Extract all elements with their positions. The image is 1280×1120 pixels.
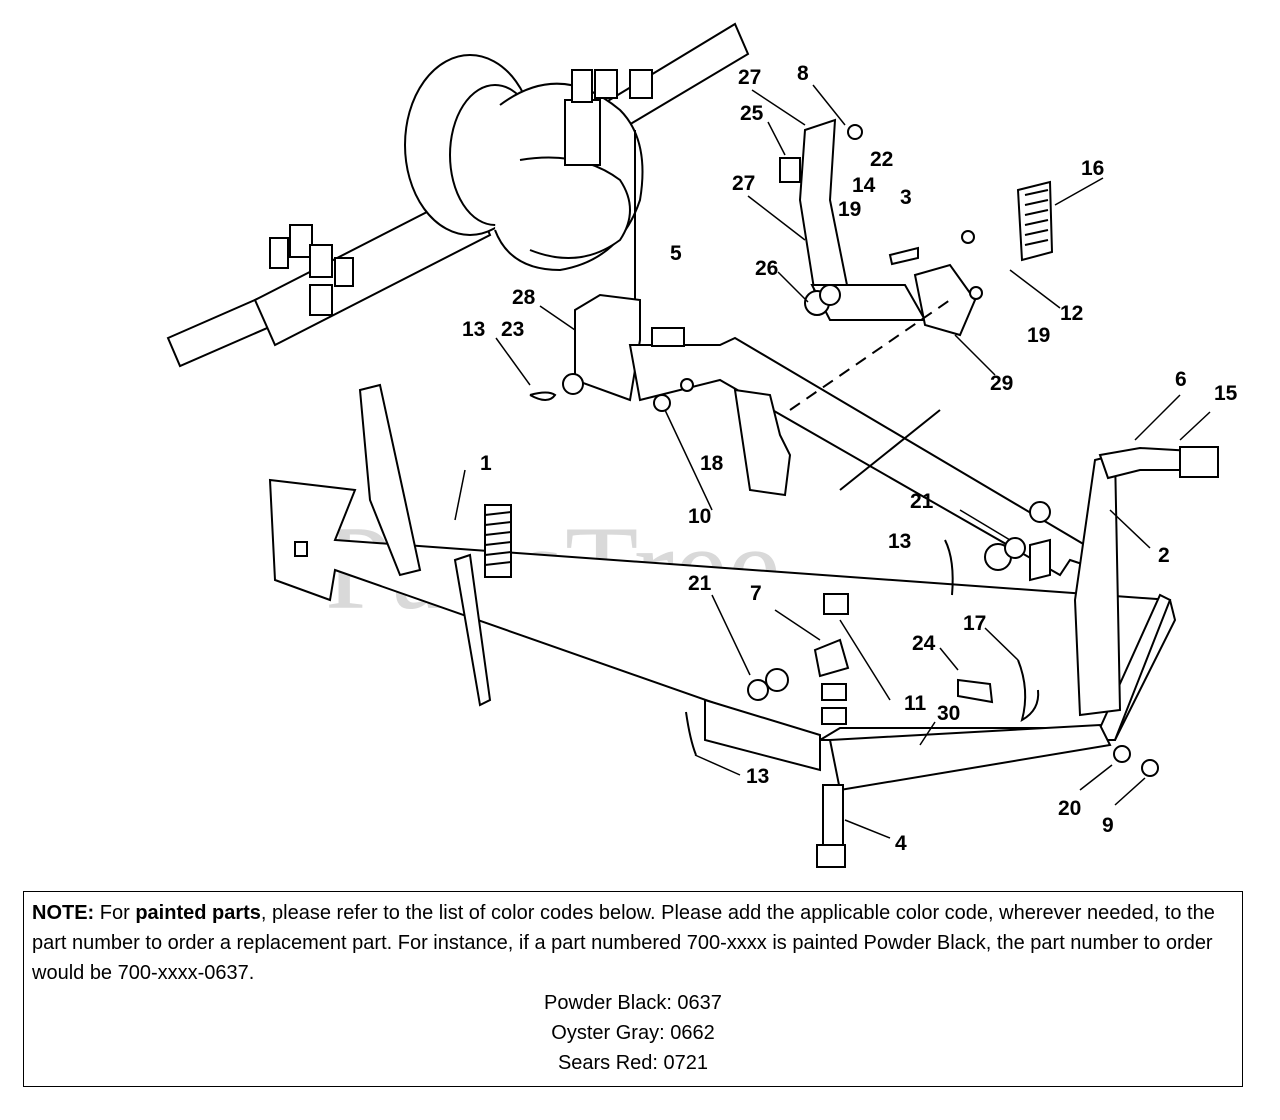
leader-lines (454, 84, 1211, 839)
callout-12: 12 (1060, 302, 1083, 325)
diagram-drawing (166, 22, 1219, 868)
callout-14: 14 (852, 174, 876, 197)
callout-18: 18 (700, 452, 724, 475)
callout-29: 29 (990, 372, 1013, 395)
color-code-oyster-gray: Oyster Gray: 0662 (551, 1022, 715, 1044)
transaxle-assembly (166, 22, 750, 368)
callout-2: 2 (1158, 544, 1170, 567)
note-bold: painted parts (135, 902, 261, 924)
callout-28: 28 (512, 286, 536, 309)
callout-19a: 19 (838, 198, 861, 221)
painted-parts-note: NOTE: For painted parts, please refer to… (23, 891, 1243, 1087)
note-text-2: , please refer to the list of color code… (32, 902, 1215, 984)
callout-19b: 19 (1027, 324, 1050, 347)
callout-22: 22 (870, 148, 893, 171)
callout-17: 17 (963, 612, 986, 635)
callout-15: 15 (1214, 382, 1238, 405)
handle-assembly (1073, 446, 1219, 717)
callout-5: 5 (670, 242, 682, 265)
callout-21a: 21 (910, 490, 934, 513)
color-code-list: Powder Black: 0637 Oyster Gray: 0662 Sea… (32, 988, 1234, 1078)
note-lead: NOTE: (32, 902, 95, 924)
callout-6: 6 (1175, 368, 1187, 391)
note-text-1: For (94, 902, 136, 924)
callout-labels: 27 8 25 22 14 16 27 19 3 26 12 19 29 5 2… (462, 62, 1238, 855)
callout-4: 4 (895, 832, 907, 855)
callout-13b: 13 (888, 530, 911, 553)
callout-27b: 27 (732, 172, 755, 195)
callout-1: 1 (480, 452, 492, 475)
callout-25: 25 (740, 102, 764, 125)
callout-20: 20 (1058, 797, 1081, 820)
callout-8: 8 (797, 62, 809, 85)
frame-assembly (268, 293, 1177, 792)
callout-11: 11 (904, 692, 927, 715)
color-code-sears-red: Sears Red: 0721 (557, 1052, 709, 1074)
callout-7: 7 (750, 582, 762, 605)
callout-10: 10 (688, 505, 711, 528)
linkage-assembly (779, 118, 1054, 337)
callout-30: 30 (937, 702, 960, 725)
callout-23: 23 (501, 318, 524, 341)
callout-21b: 21 (688, 572, 712, 595)
callout-13a: 13 (462, 318, 485, 341)
callout-26: 26 (755, 257, 778, 280)
note-text: NOTE: For painted parts, please refer to… (32, 898, 1234, 988)
callout-3: 3 (900, 186, 912, 209)
parts-diagram: PartsTree (166, 22, 1238, 868)
hardware (484, 299, 1159, 868)
callout-16: 16 (1081, 157, 1104, 180)
callout-13c: 13 (746, 765, 769, 788)
color-code-powder-black: Powder Black: 0637 (544, 992, 722, 1014)
callout-27a: 27 (738, 66, 761, 89)
callout-9: 9 (1102, 814, 1114, 837)
callout-24: 24 (912, 632, 936, 655)
